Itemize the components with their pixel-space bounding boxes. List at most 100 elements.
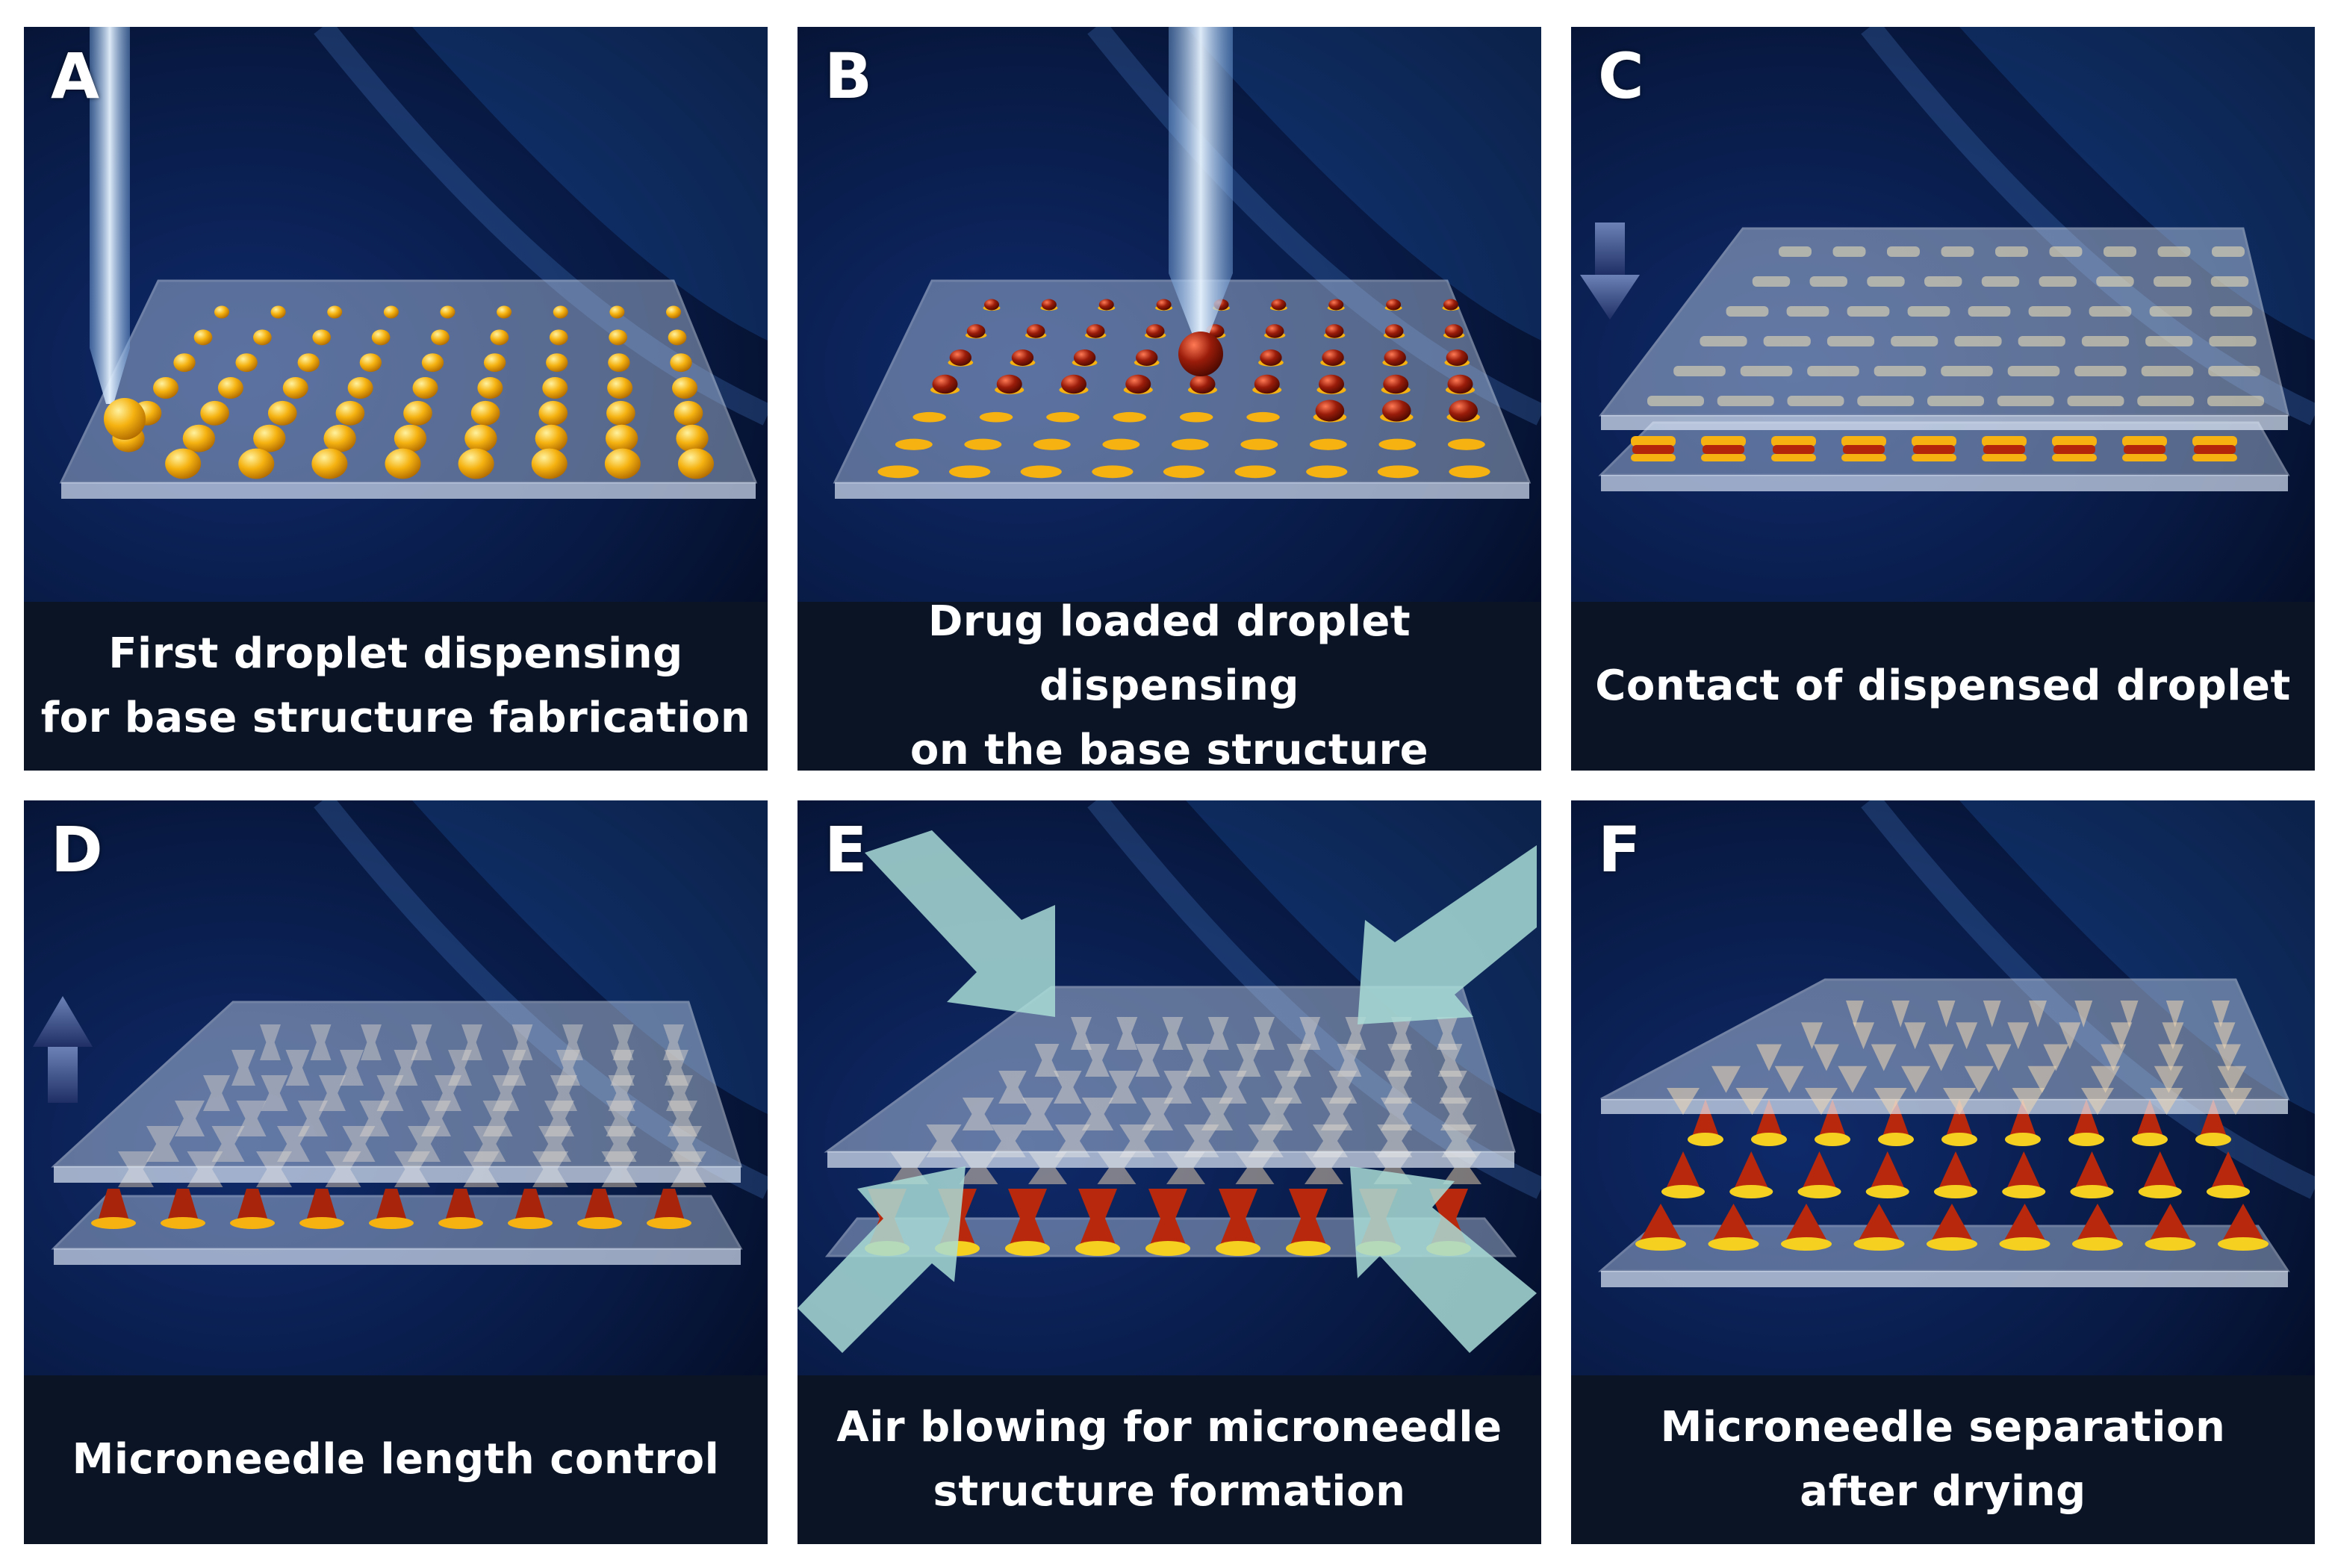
drug-droplet [932,374,958,394]
top-droplet [1726,306,1769,317]
microneedle [1119,1124,1155,1157]
top-droplet [1809,276,1847,287]
drug-droplet [1381,399,1411,422]
stretched-droplet [236,1101,267,1136]
microneedle-cone [2074,1151,2109,1189]
stretched-droplet [556,1050,580,1086]
microneedle-cone [2211,1151,2245,1189]
stretched-droplet [175,1101,205,1136]
gold-base [1701,436,1746,447]
microneedle [1384,1071,1413,1104]
gold-droplet [546,353,568,373]
drug-droplet [1145,324,1165,338]
stretched-droplet [99,1189,128,1219]
gold-base [1999,1237,2050,1251]
gold-base [1781,1237,1832,1251]
microneedle-cone [1640,1204,1682,1241]
gold-droplet [606,400,635,426]
gold-base [1020,465,1062,479]
gold-base [1631,436,1676,447]
gold-droplet [153,377,178,399]
stretched-droplet [502,1050,526,1086]
drug-droplet [1136,349,1158,366]
gold-base [1853,1237,1905,1251]
drug-droplet [1319,374,1344,394]
drug-layer [1773,445,1815,454]
gold-base [1934,1185,1977,1198]
gold-base [1378,438,1417,450]
gold-droplet [431,329,450,346]
microneedle [1108,1071,1137,1104]
stretched-droplet [310,1024,332,1060]
stretched-droplet [261,1075,288,1111]
needle-tip [2120,1001,2139,1027]
microneedle-cone [1882,1099,1909,1136]
top-droplet [2210,306,2253,317]
gold-base [1171,438,1209,450]
gold-base [438,1217,483,1229]
microneedle-cone [1819,1099,1846,1136]
stretched-droplet [610,1050,635,1086]
needle-tip [2043,1044,2069,1071]
drug-droplet [1073,349,1096,366]
drug-droplet [996,374,1022,394]
stretched-droplet [654,1189,684,1219]
gold-base [1815,1133,1850,1146]
top-droplet [2007,366,2060,376]
needle-tip [1735,1088,1769,1115]
gold-base [2195,1133,2231,1146]
gold-droplet [200,400,229,426]
gold-base [1912,436,1956,447]
needle-tip [2216,1044,2241,1071]
dispenser-nozzle [90,27,130,348]
top-droplet [1786,306,1829,317]
gold-droplet [270,305,286,319]
stretched-droplet [538,1126,571,1162]
gold-droplet [182,424,216,452]
caption-bar: Microneedle separation after drying [1571,1375,2315,1544]
microneedle [1248,1124,1284,1157]
stretched-droplet [231,1050,255,1086]
drug-layer [1703,445,1744,454]
stretched-droplet [435,1075,461,1111]
stretched-droplet [421,1101,451,1136]
drug-droplet [1125,374,1151,394]
up-arrow-icon [33,996,93,1103]
needle-tip [2101,1044,2127,1071]
stretched-droplet [361,1024,382,1060]
stretched-droplet [608,1075,635,1111]
stretched-droplet [668,1101,697,1136]
gold-base [1309,438,1347,450]
top-droplet [2018,336,2065,346]
needle-tip [1871,1044,1897,1071]
panel-b: B Drug loaded droplet dispensing on the … [797,27,1541,771]
stretched-droplet [307,1189,337,1219]
gold-base [1240,438,1278,450]
gold-base [91,1217,136,1229]
needle-tip [1904,1022,1927,1050]
top-droplet [1941,366,1993,376]
gold-base [1797,1185,1841,1198]
microneedle [1081,1098,1114,1130]
gold-droplet [297,353,320,373]
gold-base [577,1217,622,1229]
drug-droplet [984,299,999,311]
microneedle [1439,1071,1467,1104]
drug-droplet-array [877,299,1490,479]
drug-droplet [1444,324,1464,338]
gold-droplet [609,329,627,346]
stretched-droplet [515,1189,545,1219]
top-droplet [1907,306,1950,317]
top-droplet [1647,396,1704,406]
stretched-droplet [544,1101,574,1136]
needle-tip [2154,1065,2183,1093]
microneedle [1320,1098,1353,1130]
stretched-droplet [492,1075,520,1111]
needle-tip [2158,1044,2184,1071]
drug-droplet [1271,299,1287,311]
gold-base [2192,454,2237,461]
microneedle-cone [1938,1151,1973,1189]
top-droplet [2141,366,2194,376]
gold-base [1092,465,1134,479]
gold-base [1941,1133,1977,1146]
